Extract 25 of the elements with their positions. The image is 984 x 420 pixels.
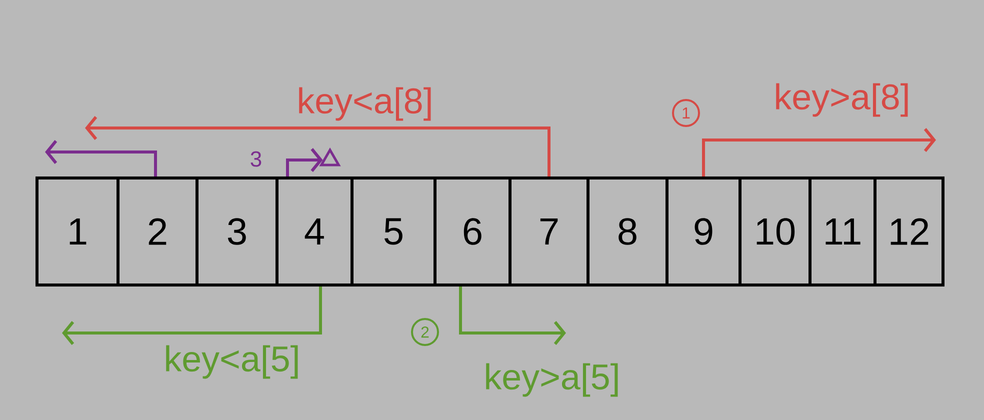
array-cell: 10	[738, 176, 812, 286]
edge-label: key>a[5]	[486, 363, 618, 397]
array-cell: 6	[434, 176, 512, 286]
array-cell: 3	[196, 176, 278, 286]
array-cell: 2	[116, 176, 198, 286]
array-cell: 1	[36, 176, 120, 286]
arrow	[45, 140, 157, 176]
array-cell: 4	[276, 176, 354, 286]
circled-step-number: 2	[411, 318, 439, 346]
edge-label: key<a[5]	[166, 345, 298, 379]
arrow	[459, 286, 566, 345]
step-number: 3	[250, 151, 262, 167]
arrow	[62, 286, 322, 345]
circled-step-number: 1	[672, 99, 700, 127]
array-cell: 9	[666, 176, 742, 286]
edge-label: key<a[8]	[299, 87, 431, 121]
array-cell: 11	[808, 176, 876, 286]
array-cell: 8	[586, 176, 668, 286]
arrow	[702, 128, 936, 176]
array-cell: 7	[508, 176, 590, 286]
arrow	[286, 148, 323, 176]
arrow	[85, 116, 550, 176]
edge-label: key>a[8]	[776, 83, 908, 117]
array-cell: 5	[350, 176, 436, 286]
array-cell: 12	[874, 176, 944, 286]
